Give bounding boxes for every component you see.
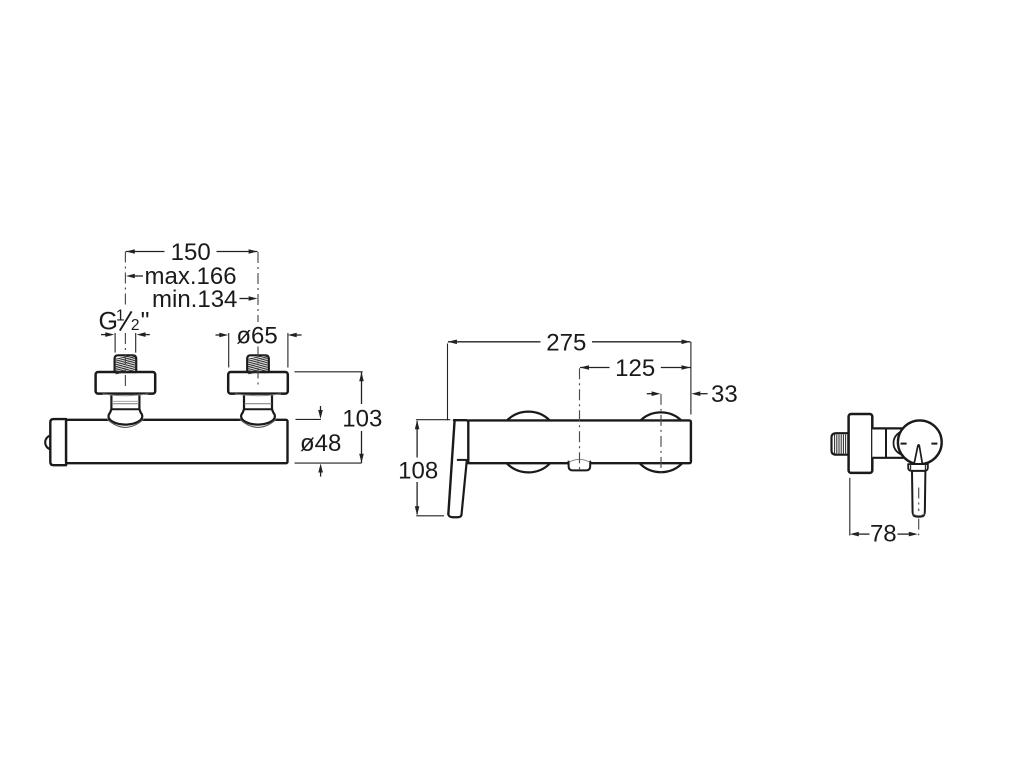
svg-text:275: 275 <box>546 330 586 357</box>
svg-text:ø48: ø48 <box>300 430 341 457</box>
svg-text:108: 108 <box>398 457 438 484</box>
svg-text:33: 33 <box>711 381 738 408</box>
svg-text:max.166: max.166 <box>145 263 237 290</box>
svg-text:G: G <box>99 308 118 336</box>
svg-text:": " <box>141 308 150 336</box>
svg-text:150: 150 <box>171 239 211 266</box>
svg-text:min.134: min.134 <box>152 286 237 313</box>
svg-text:1: 1 <box>116 308 125 325</box>
svg-text:ø65: ø65 <box>236 322 277 349</box>
svg-text:125: 125 <box>615 355 655 382</box>
svg-text:2: 2 <box>131 317 140 334</box>
svg-text:103: 103 <box>342 406 382 433</box>
svg-text:78: 78 <box>870 521 897 548</box>
